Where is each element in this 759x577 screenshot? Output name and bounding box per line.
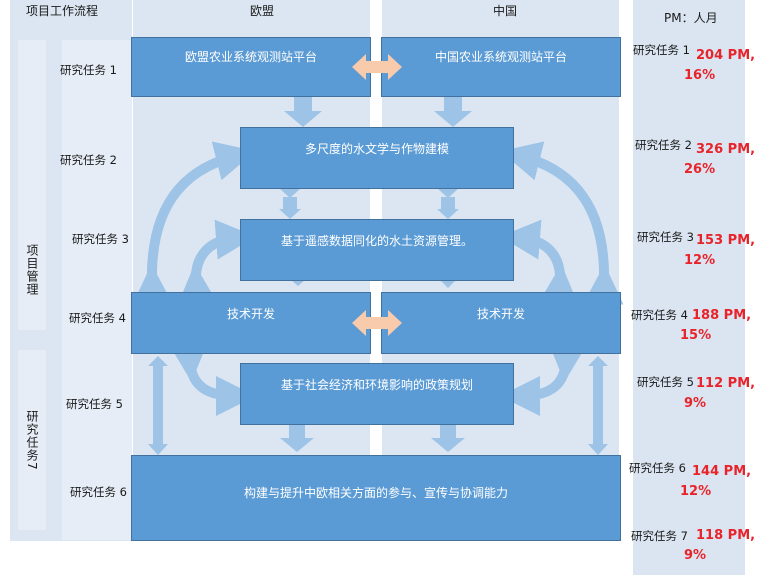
- down-arrow-cn-to-modeling: [434, 97, 472, 127]
- task-label-4: 研究任务 4: [69, 311, 126, 325]
- task-label-1: 研究任务 1: [60, 63, 117, 77]
- curved-arrow-outer-right: [500, 141, 624, 305]
- capacity-text: 构建与提升中欧相关方面的参与、宣传与协调能力: [243, 486, 508, 500]
- pm-value-4: 188 PM, 15%: [680, 306, 751, 346]
- pm-value-3-pct: 12%: [684, 253, 716, 268]
- tech-cn-text: 技术开发: [476, 307, 525, 321]
- task-column-inner-bg: [62, 40, 132, 540]
- pm-value-5-pm: 112 PM,: [696, 376, 756, 391]
- pm-value-7-pct: 9%: [684, 548, 707, 563]
- down-arrow-policy-cn: [431, 424, 465, 452]
- vertical-double-arrow-1: [279, 188, 301, 219]
- pm-value-2-pm: 326 PM,: [696, 142, 756, 157]
- cn-platform-text: 中国农业系统观测站平台: [434, 50, 567, 64]
- pm-column-bg: [633, 0, 745, 575]
- pm-value-3: 153 PM, 12%: [684, 231, 755, 271]
- task-label-3: 研究任务 3: [72, 232, 129, 246]
- pm-value-1-pct: 16%: [684, 68, 716, 83]
- capacity-box: 构建与提升中欧相关方面的参与、宣传与协调能力: [131, 455, 621, 541]
- cn-platform-box: 中国农业系统观测站平台: [381, 37, 621, 97]
- down-arrow-eu-to-modeling: [284, 97, 322, 127]
- pm-value-4-pm: 188 PM,: [692, 308, 752, 323]
- pm-task-1: 研究任务 1: [633, 43, 690, 57]
- vertical-double-arrow-right: [588, 356, 608, 455]
- pm-value-6-pm: 144 PM,: [692, 464, 752, 479]
- tech-eu-box: 技术开发: [131, 292, 371, 354]
- pm-task-3: 研究任务 3: [637, 230, 694, 244]
- pm-value-5: 112 PM, 9%: [684, 374, 755, 414]
- curved-arrow-tech-policy-right: [500, 340, 588, 416]
- vertical-double-arrow-2: [437, 188, 459, 219]
- pm-value-7-pm: 118 PM,: [696, 528, 756, 543]
- curved-arrow-tech-policy-left: [168, 340, 256, 416]
- header-pm: PM：人月: [664, 11, 718, 25]
- policy-box: 基于社会经济和环境影响的政策规划: [240, 363, 514, 425]
- orange-double-arrow-top: [352, 54, 402, 80]
- pm-value-3-pm: 153 PM,: [696, 233, 756, 248]
- modeling-text: 多尺度的水文学与作物建模: [304, 142, 449, 156]
- header-china: 中国: [493, 4, 518, 18]
- orange-double-arrow-middle: [352, 310, 402, 336]
- pm-value-6: 144 PM, 12%: [680, 462, 751, 502]
- pm-task-4: 研究任务 4: [631, 308, 688, 322]
- pm-task-7: 研究任务 7: [631, 529, 688, 543]
- pm-value-4-pct: 15%: [680, 328, 712, 343]
- header-workflow: 项目工作流程: [26, 4, 99, 18]
- task-label-6: 研究任务 6: [70, 485, 127, 499]
- pm-value-2: 326 PM, 26%: [684, 140, 755, 180]
- tech-eu-text: 技术开发: [226, 307, 275, 321]
- management-label: 项目管理: [25, 244, 39, 296]
- pm-value-5-pct: 9%: [684, 396, 707, 411]
- pm-value-1-pm: 204 PM,: [696, 48, 756, 63]
- assimilation-box: 基于遥感数据同化的水土资源管理。: [240, 219, 514, 281]
- tech-cn-box: 技术开发: [381, 292, 621, 354]
- down-arrow-policy-eu: [280, 424, 314, 452]
- vertical-double-arrow-left: [148, 356, 168, 455]
- assimilation-text: 基于遥感数据同化的水土资源管理。: [280, 234, 473, 248]
- eu-platform-box: 欧盟农业系统观测站平台: [131, 37, 371, 97]
- pm-value-7: 118 PM, 9%: [684, 526, 755, 566]
- curved-arrow-outer-left: [132, 141, 256, 305]
- modeling-box: 多尺度的水文学与作物建模: [240, 127, 514, 189]
- header-eu: 欧盟: [250, 4, 275, 18]
- pm-task-2: 研究任务 2: [635, 138, 692, 152]
- curved-arrow-inner-right-1: [500, 219, 579, 306]
- policy-text: 基于社会经济和环境影响的政策规划: [280, 378, 473, 392]
- pm-task-6: 研究任务 6: [629, 461, 686, 475]
- pm-value-2-pct: 26%: [684, 162, 716, 177]
- eu-platform-text: 欧盟农业系统观测站平台: [184, 50, 317, 64]
- pm-value-1: 204 PM, 16%: [684, 46, 755, 86]
- task7-bar-bg: [18, 350, 46, 530]
- pm-value-6-pct: 12%: [680, 484, 712, 499]
- management-bar-bg: [18, 40, 46, 330]
- task-label-5: 研究任务 5: [66, 397, 123, 411]
- task7-label: 研究任务7: [25, 410, 39, 471]
- task-label-2: 研究任务 2: [60, 153, 117, 167]
- curved-arrow-inner-left-1: [177, 219, 256, 306]
- pm-task-5: 研究任务 5: [637, 375, 694, 389]
